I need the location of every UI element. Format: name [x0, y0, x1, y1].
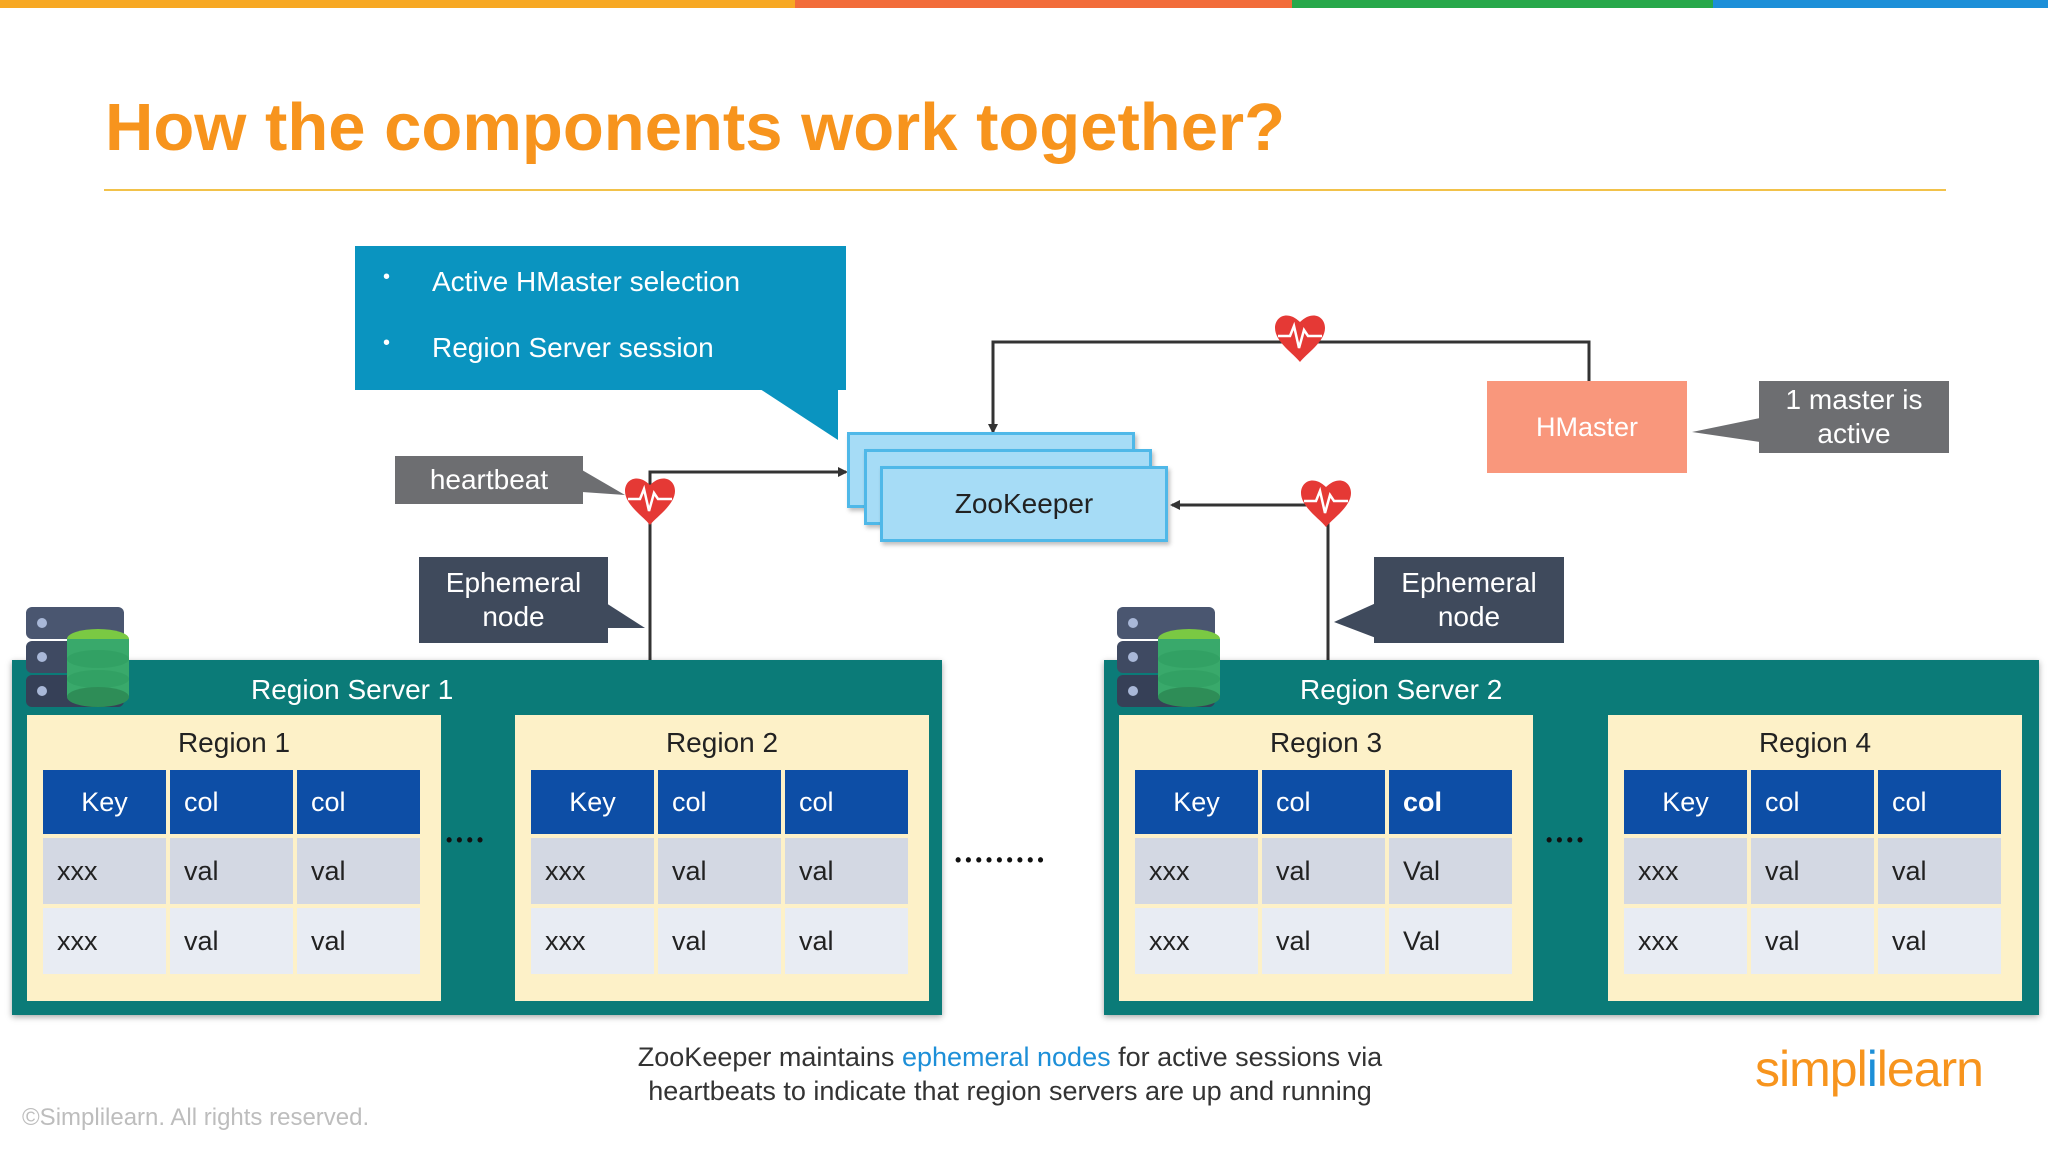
top-bar-blue: [1713, 0, 2048, 8]
region-3: Region 3 Key col col xxx val Val xxx val…: [1119, 715, 1533, 1001]
caption-highlight: ephemeral nodes: [901, 1042, 1111, 1072]
page-title: How the components work together?: [105, 90, 1285, 165]
table-cell: Val: [1389, 908, 1512, 974]
ephemeral-node-left-label: Ephemeral node: [419, 557, 608, 643]
region-title: Region 2: [665, 727, 779, 758]
table-cell: xxx: [1135, 838, 1258, 904]
table-cell: val: [658, 908, 781, 974]
table-cell: val: [170, 908, 293, 974]
simplilearn-logo: simplilearn: [1755, 1040, 1984, 1098]
region-2: Region 2 Key col col xxx val val xxx val…: [515, 715, 929, 1001]
table-cell: xxx: [531, 908, 654, 974]
zookeeper-label: ZooKeeper: [954, 488, 1094, 519]
table-header-cell: col: [1262, 770, 1385, 834]
table-cell: val: [1751, 838, 1874, 904]
caption-line-1: ZooKeeper maintains ephemeral nodes for …: [540, 1040, 1480, 1074]
table-cell: val: [1262, 838, 1385, 904]
table-header-cell: Key: [43, 770, 166, 834]
master-active-label: 1 master is active: [1759, 381, 1949, 453]
bullet-icon: •: [383, 332, 391, 354]
callout-pointer: [760, 389, 838, 440]
table-cell: xxx: [1624, 908, 1747, 974]
master-active-pointer: [1692, 418, 1760, 442]
zookeeper-node: ZooKeeper: [880, 466, 1168, 542]
region-1: Region 1 Key col col xxx val val xxx val…: [27, 715, 441, 1001]
table-header-cell: Key: [531, 770, 654, 834]
database-server-icon: [26, 607, 129, 707]
table-header-cell: col: [170, 770, 293, 834]
region-title: Region 4: [1758, 727, 1872, 758]
diagram-caption: ZooKeeper maintains ephemeral nodes for …: [540, 1040, 1480, 1108]
table-cell: val: [297, 838, 420, 904]
table-cell: val: [170, 838, 293, 904]
zookeeper-roles-callout: • Active HMaster selection • Region Serv…: [355, 246, 846, 390]
caption-line-2: heartbeats to indicate that region serve…: [648, 1076, 1372, 1106]
region-table: Key col col xxx val val xxx val val: [43, 770, 420, 974]
title-divider: [104, 189, 1946, 191]
table-header-cell: col: [785, 770, 908, 834]
table-cell: val: [1878, 838, 2001, 904]
callout-item-label: Region Server session: [432, 332, 714, 363]
region-ellipsis: ••••: [1546, 830, 1588, 850]
table-cell: val: [1751, 908, 1874, 974]
region-ellipsis: ••••: [446, 830, 488, 850]
server1-to-zookeeper-line: [648, 467, 848, 660]
table-cell: val: [1878, 908, 2001, 974]
region-table: Key col col xxx val Val xxx val Val: [1135, 770, 1512, 974]
top-bar-orange: [0, 0, 795, 8]
table-cell: xxx: [1624, 838, 1747, 904]
server-ellipsis: •••••••••: [955, 850, 1048, 870]
region-server-1: Region Server 1 Region 1 Key col col xxx…: [12, 660, 942, 1015]
table-cell: val: [785, 838, 908, 904]
heart-icon: [1301, 480, 1351, 527]
top-bar-green: [1292, 0, 1713, 8]
table-cell: Val: [1389, 838, 1512, 904]
region-table: Key col col xxx val val xxx val val: [1624, 770, 2001, 974]
table-cell: xxx: [1135, 908, 1258, 974]
table-cell: val: [658, 838, 781, 904]
table-header-cell: col: [1751, 770, 1874, 834]
top-bar-red: [795, 0, 1292, 8]
bullet-icon: •: [383, 266, 391, 288]
heart-icon: [1275, 315, 1325, 362]
hmaster-node: HMaster: [1487, 381, 1687, 473]
logo-text: learn: [1876, 1041, 1984, 1097]
table-cell: val: [785, 908, 908, 974]
ephemeral-left-pointer: [606, 603, 645, 628]
heartbeat-pointer: [582, 470, 625, 495]
heart-icon: [625, 478, 675, 525]
table-header-cell: col: [1389, 770, 1512, 834]
region-server-2: Region Server 2 Region 3 Key col col xxx…: [1104, 660, 2039, 1015]
callout-item-label: Active HMaster selection: [432, 266, 741, 297]
ephemeral-right-pointer: [1334, 603, 1376, 638]
table-cell: xxx: [531, 838, 654, 904]
region-server-title: Region Server 2: [1300, 674, 1503, 705]
caption-text: ZooKeeper maintains: [637, 1042, 902, 1072]
ephemeral-node-right-label: Ephemeral node: [1374, 557, 1564, 643]
caption-text: for active sessions via: [1110, 1042, 1383, 1072]
table-cell: val: [1262, 908, 1385, 974]
table-header-cell: Key: [1624, 770, 1747, 834]
database-server-icon: [1117, 607, 1220, 707]
table-header-cell: col: [658, 770, 781, 834]
region-title: Region 1: [177, 727, 291, 758]
table-cell: val: [297, 908, 420, 974]
region-server-title: Region Server 1: [251, 674, 454, 705]
region-table: Key col col xxx val val xxx val val: [531, 770, 908, 974]
table-header-cell: col: [1878, 770, 2001, 834]
region-title: Region 3: [1269, 727, 1383, 758]
logo-text: simpl: [1755, 1041, 1868, 1097]
table-cell: xxx: [43, 838, 166, 904]
region-4: Region 4 Key col col xxx val val xxx val…: [1608, 715, 2022, 1001]
copyright-notice: ©Simplilearn. All rights reserved.: [22, 1104, 370, 1131]
logo-text: i: [1866, 1041, 1878, 1097]
table-header-cell: Key: [1135, 770, 1258, 834]
table-header-cell: col: [297, 770, 420, 834]
table-cell: xxx: [43, 908, 166, 974]
heartbeat-label: heartbeat: [395, 456, 583, 504]
